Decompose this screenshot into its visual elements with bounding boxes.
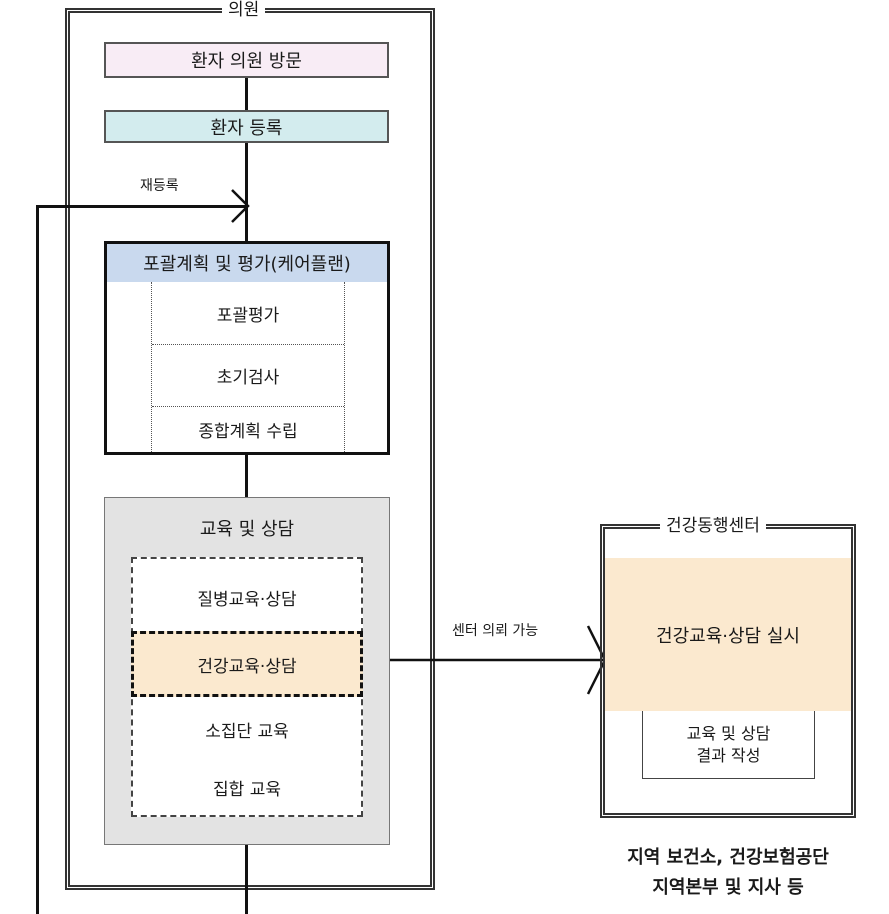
education-item-label: 건강교육·상담 [197,656,297,677]
care-plan-items: 포괄평가 초기검사 종합계획 수립 [151,282,345,452]
register-step-box: 환자 등록 [104,110,389,143]
care-plan-title: 포괄계획 및 평가(케어플랜) [143,254,351,275]
reregister-loop-horizontal [36,205,246,208]
education-item-label: 집합 교육 [213,779,281,800]
care-plan-box: 포괄계획 및 평가(케어플랜) 포괄평가 초기검사 종합계획 수립 [104,241,390,455]
visit-step-label: 환자 의원 방문 [191,51,302,72]
care-plan-item-label: 초기검사 [216,367,280,388]
connector-education-bottom [245,845,248,914]
education-item: 집합 교육 [133,759,361,815]
education-title: 교육 및 상담 [105,508,389,548]
care-plan-item-label: 종합계획 수립 [198,421,298,442]
footer-line1: 지역 보건소, 건강보험공단 [627,847,829,868]
education-box: 교육 및 상담 질병교육·상담 건강교육·상담 소집단 교육 집합 교육 [104,497,390,845]
education-item: 질병교육·상담 [133,567,361,627]
education-item-label: 질병교육·상담 [197,589,297,610]
connector-visit-register [245,78,248,110]
center-service-label: 건강교육·상담 실시 [656,625,800,647]
care-plan-item: 초기검사 [152,344,344,406]
center-result-box: 교육 및 상담 결과 작성 [642,711,815,779]
reregister-loop-line [36,205,39,914]
register-step-label: 환자 등록 [210,117,283,139]
footer-line2: 지역본부 및 지사 등 [652,877,804,898]
visit-step-box: 환자 의원 방문 [104,42,389,78]
care-plan-item: 종합계획 수립 [152,406,344,452]
center-frame-title: 건강동행센터 [660,516,766,536]
education-title-label: 교육 및 상담 [199,519,295,540]
center-result-line2: 결과 작성 [696,745,761,765]
referral-label: 센터 의뢰 가능 [452,623,539,639]
connector-register-careplan [245,143,248,241]
education-items-box: 질병교육·상담 건강교육·상담 소집단 교육 집합 교육 [131,557,363,817]
reregister-label: 재등록 [140,178,179,194]
center-result-line1: 교육 및 상담 [686,723,771,743]
center-service-box: 건강교육·상담 실시 [605,558,851,711]
education-item-highlight: 건강교육·상담 [131,631,363,697]
education-item-label: 소집단 교육 [205,721,289,742]
care-plan-item: 포괄평가 [152,282,344,344]
reregister-arrowhead [231,189,250,223]
care-plan-item-label: 포괄평가 [216,305,280,326]
care-plan-header: 포괄계획 및 평가(케어플랜) [107,244,387,282]
divider [152,344,344,345]
divider [152,406,344,407]
clinic-frame-title: 의원 [222,0,266,20]
connector-careplan-education [245,455,248,497]
education-item: 소집단 교육 [133,701,361,757]
footer-caption: 지역 보건소, 건강보험공단 지역본부 및 지사 등 [600,843,856,903]
